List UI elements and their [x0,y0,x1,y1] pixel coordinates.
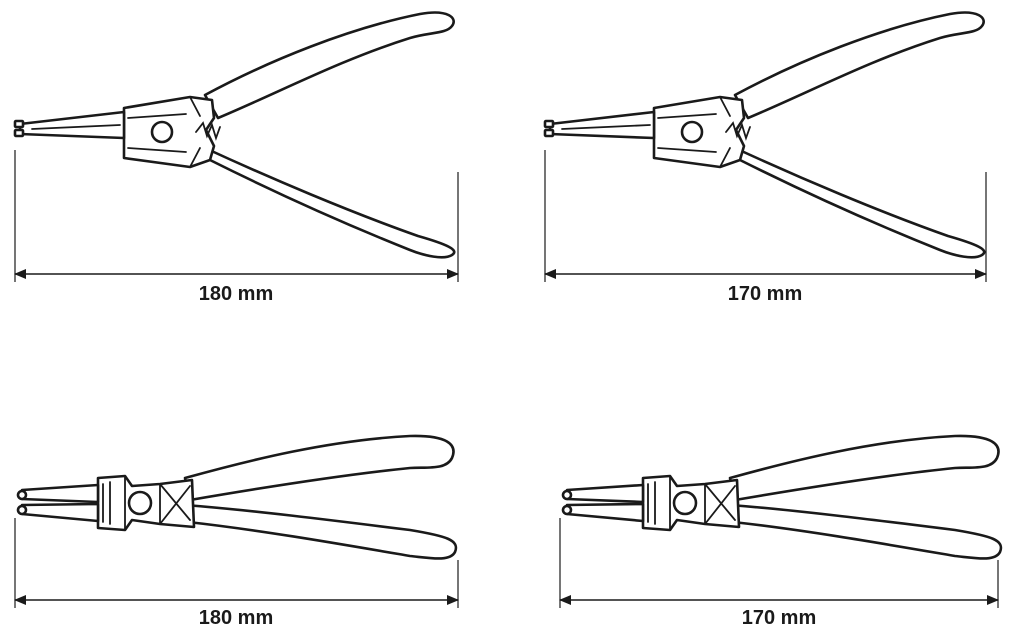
internal-circlip-pliers-icon [561,434,1003,560]
figure-bottom-left: 180 mm [14,434,459,629]
figure-top-left: 180 mm [13,11,459,305]
length-label: 170 mm [728,283,803,305]
length-label: 170 mm [742,607,817,629]
figure-top-right: 170 mm [543,11,987,305]
internal-circlip-pliers-icon [16,434,458,560]
length-label: 180 mm [199,283,274,305]
external-circlip-pliers-icon [543,11,986,259]
length-label: 180 mm [199,607,274,629]
external-circlip-pliers-icon [13,11,456,259]
figure-bottom-right: 170 mm [559,434,1003,629]
